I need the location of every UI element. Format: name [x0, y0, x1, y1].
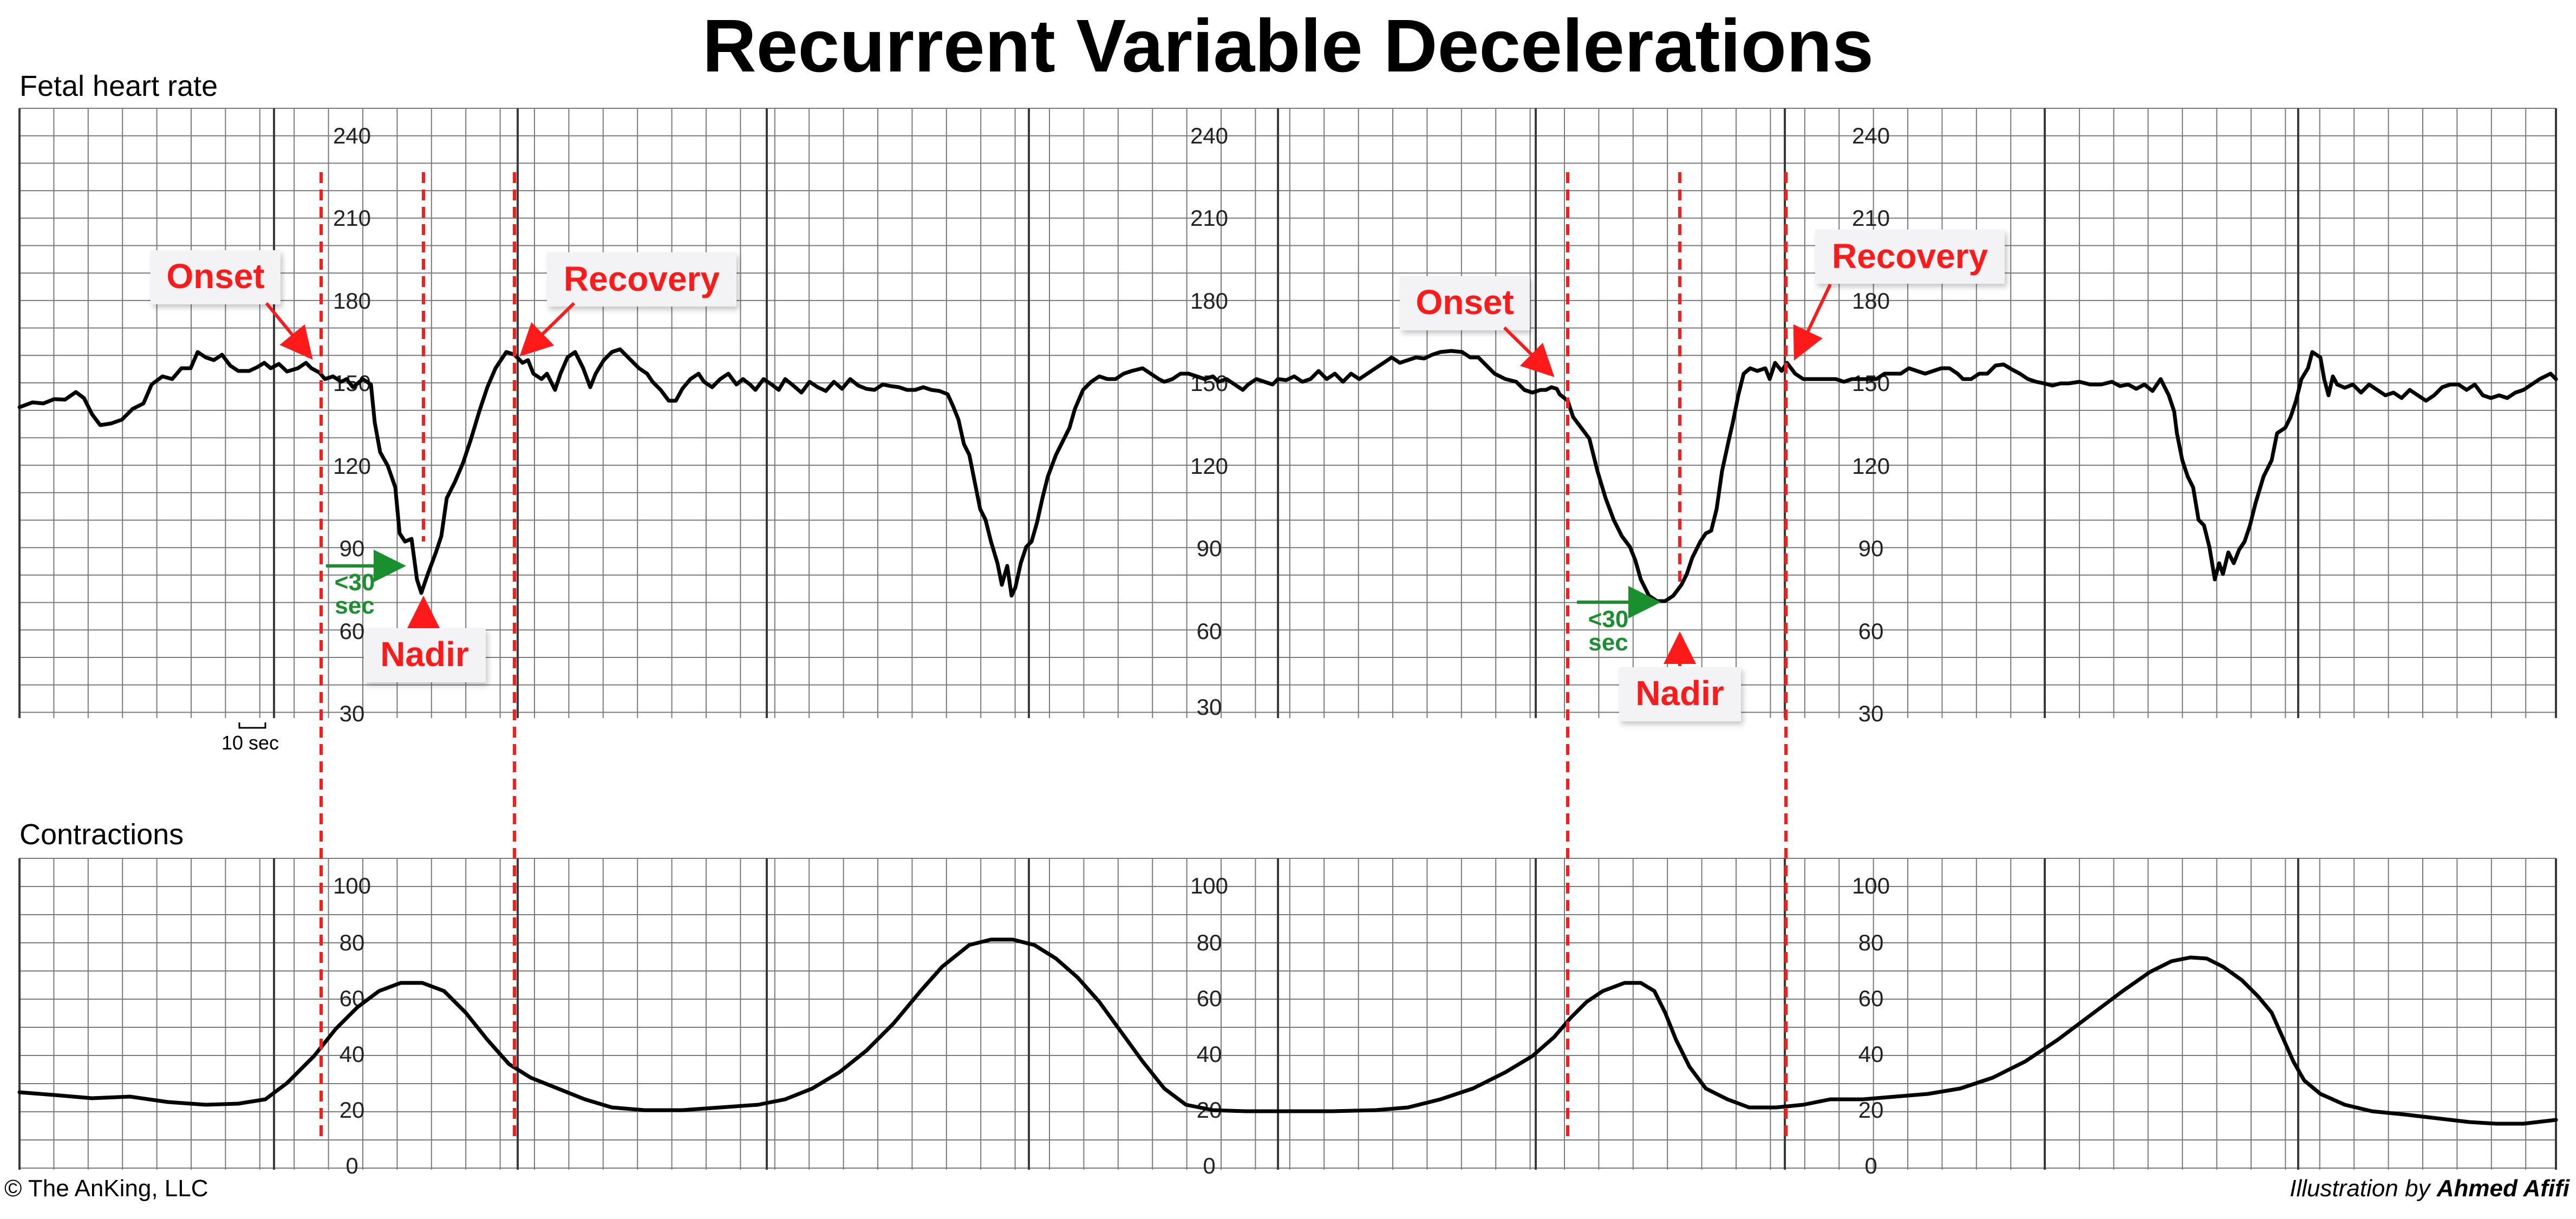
- onset-arrow-2: [1503, 326, 1555, 377]
- nadir-text-1: Nadir: [380, 635, 469, 674]
- fhr-tick-120: 120: [1190, 453, 1228, 479]
- lt30-line2-1: sec: [335, 592, 374, 619]
- nadir-label-2: Nadir: [1619, 667, 1741, 721]
- contraction-grid: [18, 858, 2557, 1170]
- ten-second-scale-bar: 10 sec: [221, 722, 279, 754]
- illustration-credit: Illustration by Ahmed Afifi: [2290, 1175, 2570, 1202]
- fhr-tick-30: 30: [1858, 701, 1884, 726]
- illustrator-name: Ahmed Afifi: [2436, 1175, 2570, 1202]
- contraction-strip-label: Contractions: [19, 818, 184, 851]
- uc-tick-80: 80: [1197, 930, 1222, 955]
- uc-tick-100: 100: [1852, 873, 1890, 898]
- copyright-text: © The AnKing, LLC: [4, 1175, 208, 1202]
- fhr-tick-180: 180: [1852, 288, 1890, 314]
- uc-tick-40: 40: [1197, 1041, 1222, 1067]
- fhr-tick-180: 180: [1190, 288, 1228, 314]
- fhr-tick-labels: 240 210 180 150 120 90 60 30 240 210 180…: [333, 123, 1890, 726]
- fhr-grid: [18, 108, 2557, 718]
- fhr-tick-30: 30: [340, 701, 365, 726]
- lt30-line1-2: <30: [1588, 606, 1629, 633]
- fhr-tick-90: 90: [1858, 536, 1884, 561]
- fhr-tick-210: 210: [1852, 205, 1890, 231]
- fhr-strip-label: Fetal heart rate: [19, 70, 218, 102]
- fhr-tick-90: 90: [340, 536, 365, 561]
- scale-bar-label: 10 sec: [221, 732, 279, 754]
- lt30-line2-2: sec: [1588, 629, 1628, 656]
- illustration-prefix: Illustration by: [2290, 1175, 2437, 1202]
- onset-arrow-1: [265, 302, 313, 360]
- onset-label-2: Onset: [1400, 276, 1530, 330]
- recovery-text-1: Recovery: [564, 259, 720, 298]
- fhr-tick-210: 210: [333, 205, 371, 231]
- recovery-label-2: Recovery: [1815, 230, 2005, 284]
- onset-label-1: Onset: [151, 250, 281, 304]
- nadir-text-2: Nadir: [1635, 674, 1724, 713]
- contraction-tick-labels: 100 80 60 40 20 0 100 80 60 40 20 0 100 …: [333, 873, 1890, 1178]
- onset-text-2: Onset: [1416, 283, 1514, 322]
- recovery-arrow-1: [519, 302, 576, 357]
- contraction-trace: [17, 937, 2558, 1126]
- fhr-trace: [17, 347, 2558, 603]
- fhr-tick-120: 120: [333, 453, 371, 479]
- fhr-tick-240: 240: [1852, 123, 1890, 148]
- uc-tick-80: 80: [340, 930, 365, 955]
- fhr-tick-60: 60: [1858, 618, 1884, 644]
- uc-tick-0: 0: [1864, 1153, 1877, 1178]
- uc-tick-100: 100: [1190, 873, 1228, 898]
- uc-tick-80: 80: [1858, 930, 1884, 955]
- onset-text-1: Onset: [166, 257, 264, 296]
- recovery-arrow-2: [1793, 283, 1832, 361]
- uc-tick-40: 40: [1858, 1041, 1884, 1067]
- uc-tick-60: 60: [1197, 986, 1222, 1011]
- recovery-text-2: Recovery: [1832, 237, 1988, 276]
- fhr-tick-210: 210: [1190, 205, 1228, 231]
- recovery-label-1: Recovery: [547, 252, 736, 307]
- fhr-tick-240: 240: [1190, 123, 1228, 148]
- fhr-tick-60: 60: [1197, 618, 1222, 644]
- uc-tick-20: 20: [340, 1097, 365, 1123]
- lt30-line1-1: <30: [335, 569, 375, 596]
- uc-tick-0: 0: [345, 1153, 358, 1178]
- uc-tick-60: 60: [1858, 986, 1884, 1011]
- uc-tick-100: 100: [333, 873, 371, 898]
- uc-tick-60: 60: [340, 986, 365, 1011]
- page-title: Recurrent Variable Decelerations: [702, 4, 1874, 88]
- uc-tick-0: 0: [1203, 1153, 1215, 1178]
- fhr-tick-30: 30: [1197, 694, 1222, 720]
- fhr-tick-120: 120: [1852, 453, 1890, 479]
- nadir-label-1: Nadir: [364, 628, 486, 682]
- fhr-tick-60: 60: [340, 618, 365, 644]
- uc-tick-40: 40: [340, 1041, 365, 1067]
- uc-tick-20: 20: [1858, 1097, 1884, 1123]
- fhr-tick-180: 180: [333, 288, 371, 314]
- fhr-tick-240: 240: [333, 123, 371, 148]
- fhr-tick-90: 90: [1197, 536, 1222, 561]
